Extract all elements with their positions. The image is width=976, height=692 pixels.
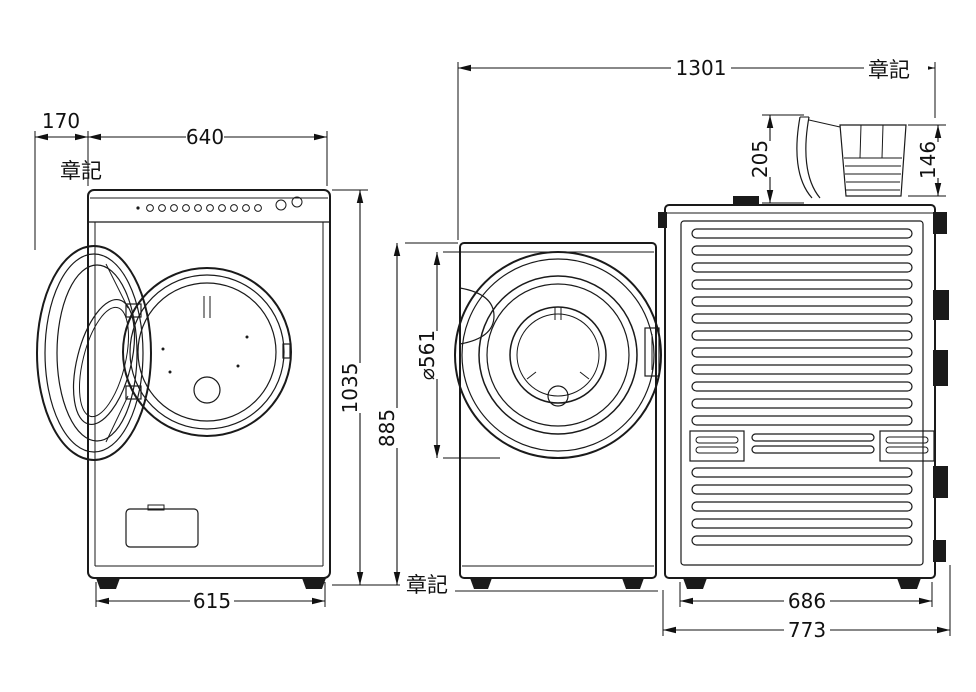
dim-label-1035: 1035 — [338, 363, 362, 414]
right-foot — [622, 578, 644, 589]
dim-label-773: 773 — [788, 618, 826, 642]
left-foot — [683, 578, 707, 589]
dimension-146: 146 — [908, 124, 946, 197]
open-door — [36, 245, 152, 461]
machine-body — [459, 242, 657, 579]
door-latch — [644, 327, 660, 377]
stamp-bottom: 章記 — [406, 573, 448, 597]
dim-label-615: 615 — [193, 589, 231, 613]
stamp-top-left: 章記 — [60, 159, 102, 183]
hinge-cover — [459, 287, 495, 345]
dimension-773: 773 — [662, 565, 951, 642]
control-panel-buttons — [136, 196, 303, 212]
rear-connections — [933, 212, 949, 562]
vent-slats-lower — [691, 467, 913, 546]
dimension-885: 885 — [375, 242, 458, 585]
drawer-hose — [796, 116, 813, 199]
detergent-drawer — [796, 116, 907, 199]
dimension-615: 615 — [95, 582, 326, 613]
dim-label-1301: 1301 — [676, 56, 727, 80]
rear-view — [658, 116, 949, 589]
drum-opening — [122, 267, 292, 437]
dim-label-146: 146 — [916, 141, 940, 179]
right-foot — [302, 578, 326, 589]
dim-label-205: 205 — [748, 140, 772, 178]
dimension-686: 686 — [679, 582, 933, 613]
dimension-1301: 1301 — [457, 56, 936, 240]
door-circle — [454, 251, 662, 459]
vent-slats-upper — [691, 228, 913, 426]
dimension-205: 205 — [748, 114, 804, 204]
left-foot — [470, 578, 492, 589]
dimension-561: ⌀561 — [415, 251, 500, 459]
front-view-door-closed — [454, 242, 662, 592]
stamp-top-right: 章記 — [868, 58, 910, 82]
machine-body — [664, 204, 936, 579]
stamp-backing — [864, 57, 928, 81]
left-foot — [96, 578, 120, 589]
vent-access-row — [689, 430, 935, 462]
dimension-640: 640 — [88, 125, 328, 186]
top-cap — [733, 196, 759, 205]
service-panel — [125, 504, 199, 548]
right-foot — [897, 578, 921, 589]
dim-label-170: 170 — [42, 109, 80, 133]
machine-body — [87, 189, 331, 579]
dim-label-640: 640 — [186, 125, 224, 149]
dim-label-561: ⌀561 — [415, 330, 439, 380]
door-hinges — [105, 263, 142, 443]
dim-label-885: 885 — [375, 409, 399, 447]
dim-label-686: 686 — [788, 589, 826, 613]
front-view-door-open — [36, 189, 331, 589]
dimension-1035: 1035 — [332, 189, 400, 586]
